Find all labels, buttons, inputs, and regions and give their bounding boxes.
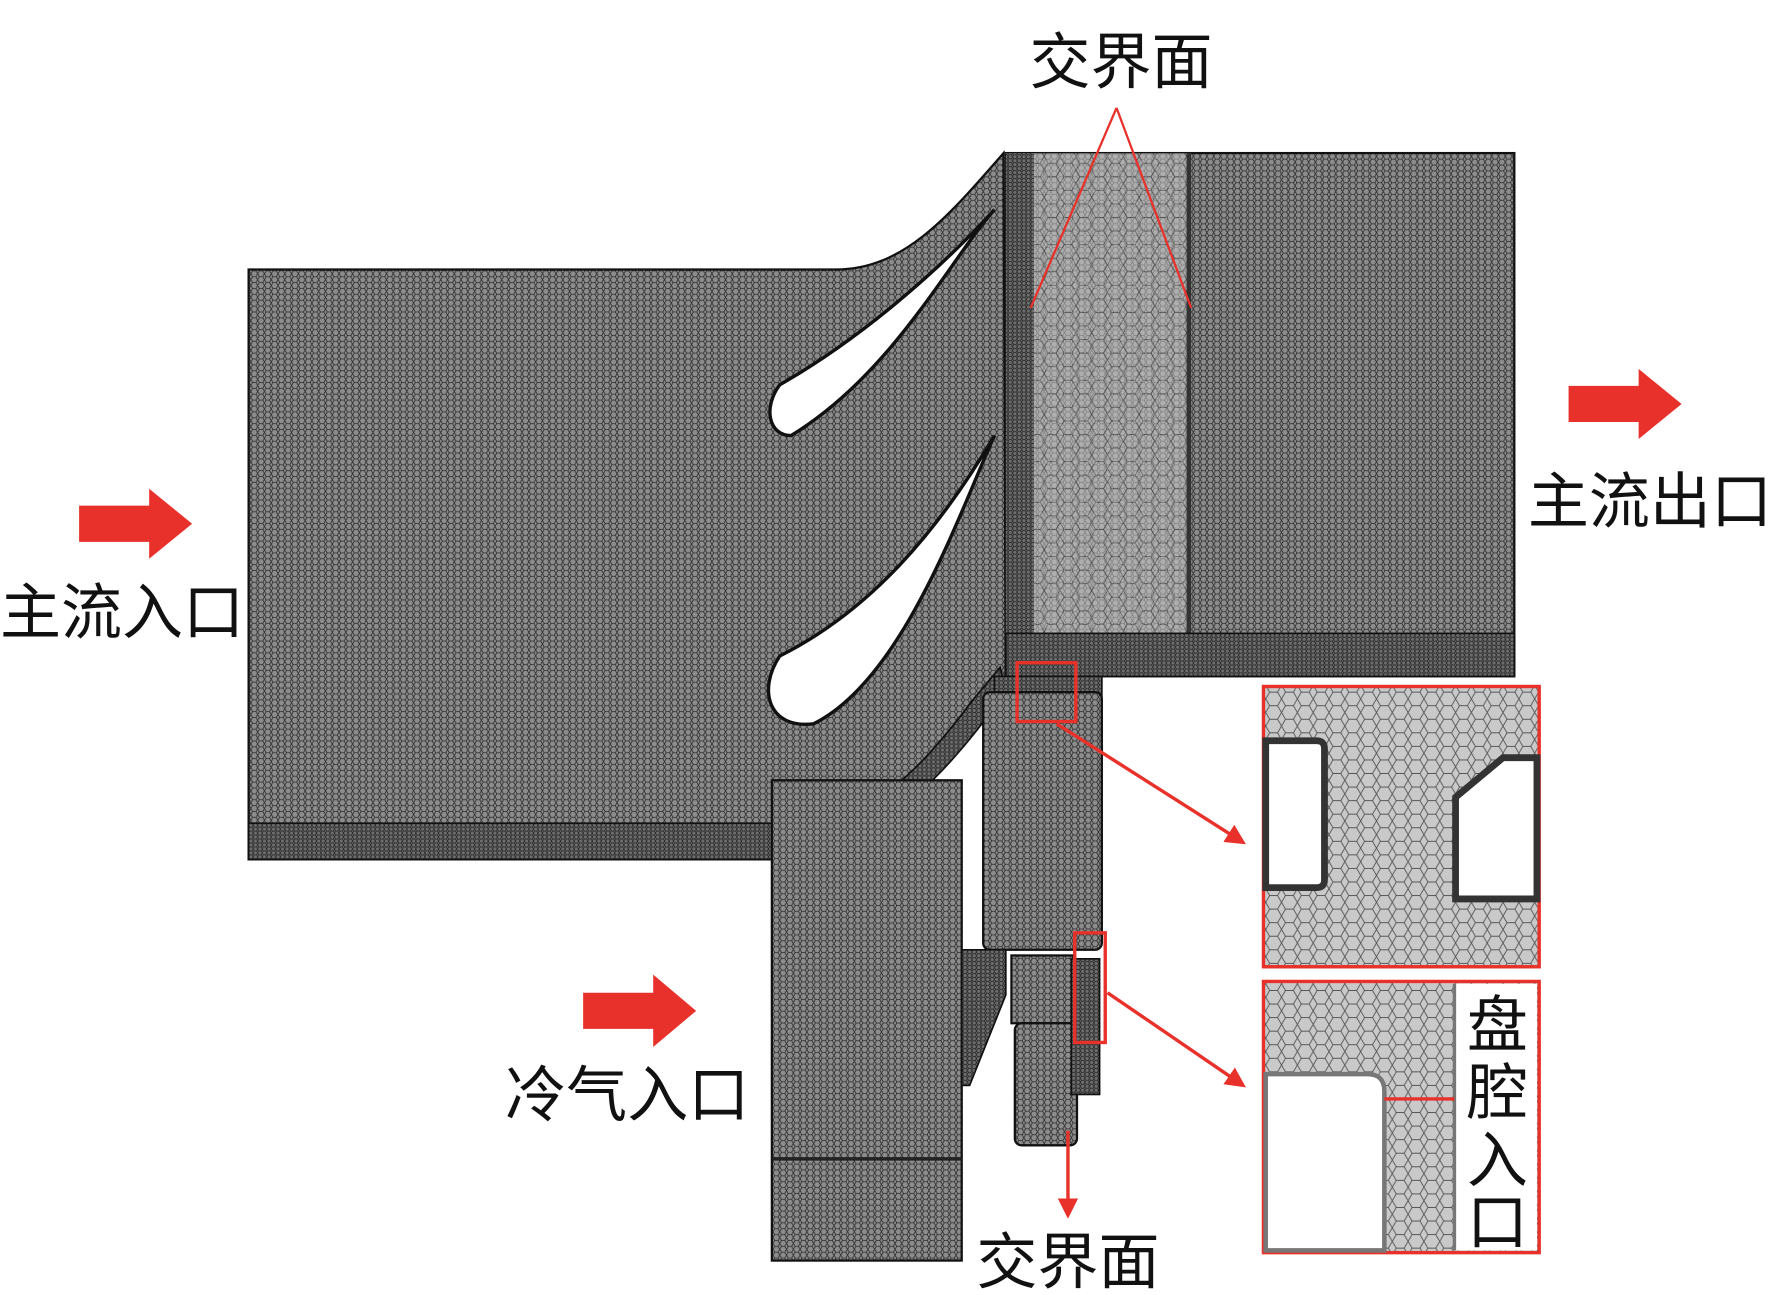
- callout-arrow: [1055, 722, 1246, 845]
- rotor-refined-zone: [1005, 153, 1035, 677]
- cavity-upper-block: [982, 691, 1103, 951]
- cavity-lower-block: [1010, 954, 1075, 1025]
- rotor-hub-band: [1004, 632, 1516, 678]
- label-cavity-inlet-2: 腔: [1467, 1058, 1528, 1129]
- stator-domain: [247, 150, 1007, 861]
- highlight-box-rim: [1015, 661, 1078, 724]
- interface-pointer: [1029, 107, 1118, 309]
- cavity-channel: [960, 948, 1007, 1087]
- callout-arrow: [1106, 991, 1246, 1088]
- stator-blade: [768, 208, 996, 438]
- label-main-inlet: 主流入口: [0, 577, 244, 648]
- cavity-bottom-block: [1013, 1022, 1079, 1147]
- coolant-block: [770, 779, 963, 1262]
- stator-blade: [766, 434, 997, 726]
- label-interface-bottom: 交界面: [976, 1227, 1159, 1295]
- label-interface-top: 交界面: [1030, 27, 1213, 98]
- inset-rim-seal: [1261, 684, 1541, 969]
- inset-cavity-inlet: [1261, 979, 1541, 1255]
- interface-pointer: [1115, 107, 1193, 309]
- label-coolant-inlet: 冷气入口: [505, 1060, 749, 1131]
- label-cavity-inlet-4: 口: [1467, 1188, 1528, 1259]
- label-cavity-inlet-3: 入: [1467, 1125, 1528, 1196]
- label-main-outlet: 主流出口: [1528, 467, 1772, 538]
- highlight-box-cavity: [1073, 931, 1107, 1045]
- rotor-coarse-zone: [1034, 153, 1187, 634]
- main-outlet-arrow-icon: [1568, 368, 1682, 439]
- main-inlet-arrow-icon: [79, 488, 193, 559]
- label-cavity-inlet-1: 盘: [1467, 990, 1528, 1061]
- coolant-inlet-arrow-icon: [583, 974, 697, 1047]
